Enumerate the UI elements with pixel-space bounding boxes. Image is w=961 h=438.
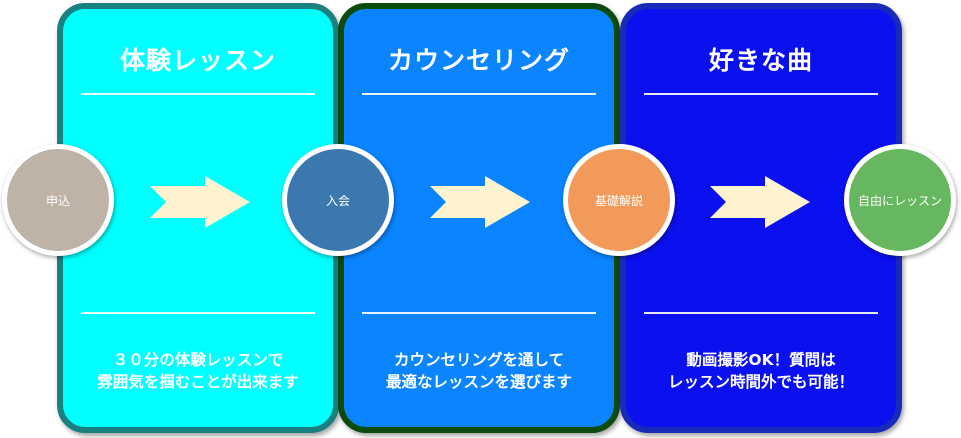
divider xyxy=(362,312,596,314)
divider xyxy=(362,93,596,95)
description-line: カウンセリングを通して xyxy=(393,351,565,369)
description-line: レッスン時間外でも可能！ xyxy=(667,373,854,391)
panel-title: カウンセリング xyxy=(387,46,570,75)
divider xyxy=(644,93,878,95)
arrow-right-icon xyxy=(430,176,530,228)
arrow-right-icon xyxy=(150,176,250,228)
panel-title: 好きな曲 xyxy=(708,46,813,75)
step-node-apply: 申込 xyxy=(2,144,114,256)
divider xyxy=(644,312,878,314)
panel-description: ３０分の体験レッスンで 雰囲気を掴むことが出来ます xyxy=(69,349,327,393)
step-node-join: 入会 xyxy=(282,144,394,256)
panel-description: カウンセリングを通して 最適なレッスンを選びます xyxy=(350,349,608,393)
description-line: 動画撮影OK！質問は xyxy=(686,351,836,369)
step-label: 申込 xyxy=(45,193,70,208)
panel-description: 動画撮影OK！質問は レッスン時間外でも可能！ xyxy=(632,349,890,393)
divider xyxy=(81,312,315,314)
step-label: 基礎解説 xyxy=(594,193,643,208)
divider xyxy=(81,93,315,95)
description-line: 最適なレッスンを選びます xyxy=(385,373,572,391)
description-line: 雰囲気を掴むことが出来ます xyxy=(97,373,299,391)
step-label: 入会 xyxy=(325,193,350,208)
panel-title: 体験レッスン xyxy=(119,46,276,75)
step-node-basics: 基礎解説 xyxy=(563,144,675,256)
description-line: ３０分の体験レッスンで xyxy=(112,351,284,369)
step-node-free-lesson: 自由にレッスン xyxy=(844,144,956,256)
step-label: 自由にレッスン xyxy=(857,193,942,208)
arrow-right-icon xyxy=(710,176,810,228)
